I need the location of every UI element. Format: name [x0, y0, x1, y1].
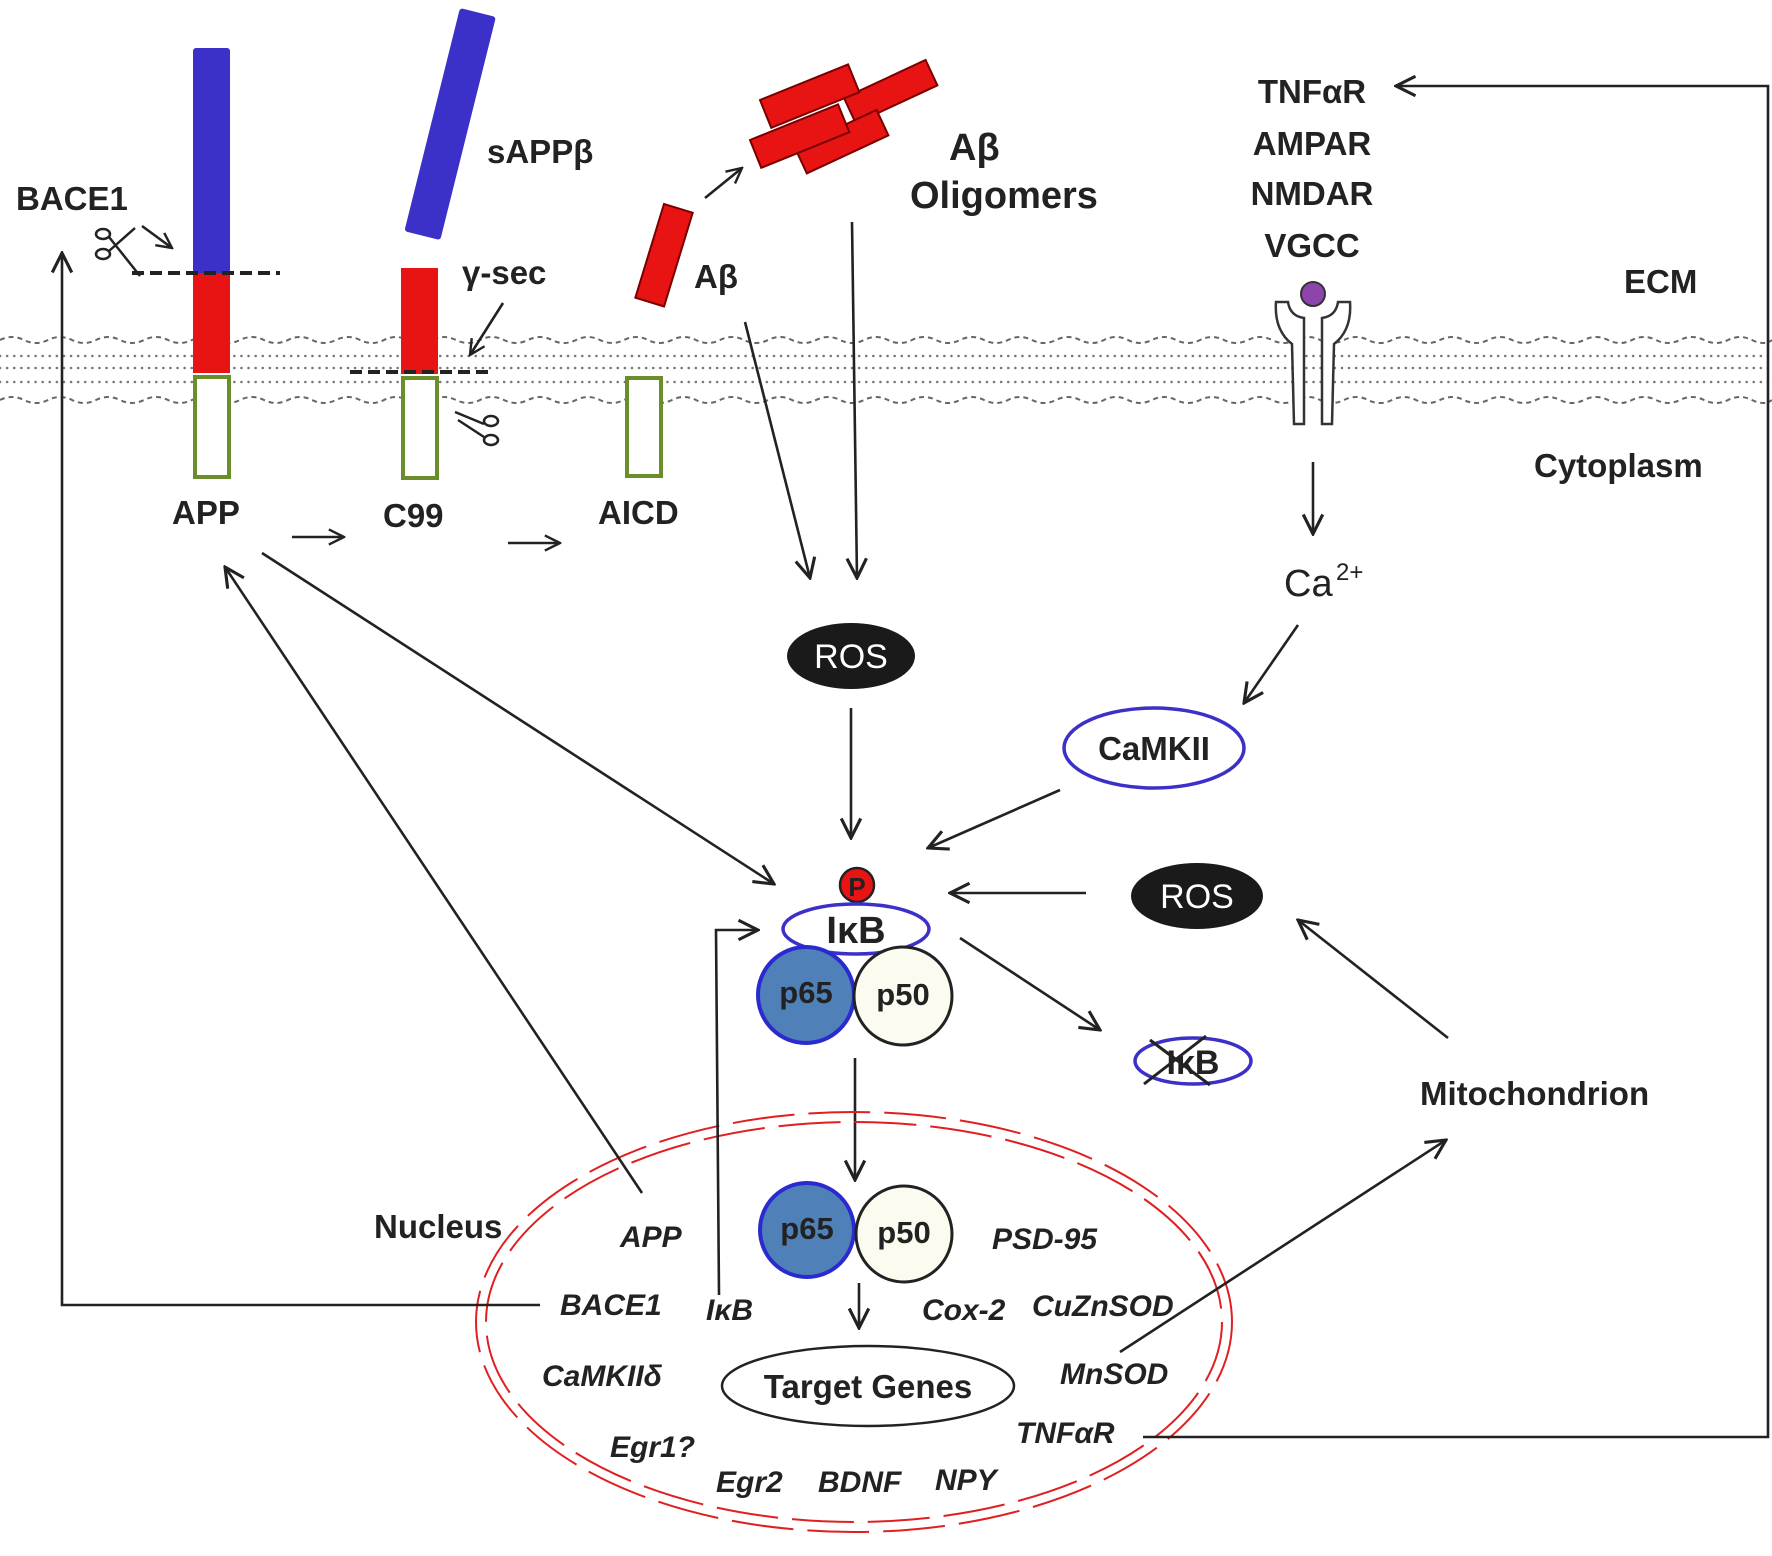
nucleus-outer-membrane	[475, 1111, 1233, 1533]
receptor-nmdar: NMDAR	[1251, 175, 1374, 212]
aicd-label: AICD	[598, 494, 679, 531]
phosphate-badge	[838, 866, 876, 904]
ros-top-label: ROS	[814, 638, 888, 676]
abeta-to-ros-arrow	[743, 321, 810, 578]
app-to-ikb-arrow	[261, 551, 774, 884]
receptor-ligand	[1300, 281, 1326, 307]
app-n-terminal	[193, 48, 230, 273]
gamma-sec-arrow	[470, 302, 505, 355]
p50-cyto	[852, 945, 954, 1047]
bace1-feedback-arrow	[62, 253, 540, 1307]
mitochondrion-label: Mitochondrion	[1420, 1075, 1649, 1112]
c99-aicd-domain	[401, 376, 439, 480]
ros-right-label: ROS	[1160, 878, 1234, 916]
gene-egr1: Egr1?	[610, 1431, 695, 1464]
app-gene-to-app-arrow	[225, 567, 644, 1194]
gene-bdnf: BDNF	[818, 1466, 902, 1499]
gene-psd95: PSD-95	[992, 1223, 1098, 1256]
gene-tnfar: TNFαR	[1016, 1417, 1115, 1450]
receptor-tnfar: TNFαR	[1258, 73, 1366, 110]
ros-top	[787, 623, 915, 689]
scissors-icon	[454, 410, 500, 447]
abeta-oligomers	[748, 58, 939, 175]
sappb-label: sAPPβ	[487, 133, 593, 170]
ikb-gene-feedback-arrow	[714, 930, 758, 1296]
ikb-to-degradation-arrow	[959, 936, 1100, 1030]
p65-cyto-label: p65	[779, 975, 832, 1010]
p50-nuc-label: p50	[877, 1215, 930, 1250]
receptor-ampar: AMPAR	[1253, 125, 1372, 162]
calcium-label: Ca	[1284, 563, 1333, 605]
c99-abeta-domain	[401, 268, 438, 374]
gene-camkiid: CaMKIIδ	[542, 1360, 663, 1393]
app-protein	[193, 48, 231, 479]
gene-cox2: Cox-2	[922, 1294, 1006, 1327]
ikb-degraded-label: IκB	[1167, 1044, 1220, 1082]
app-abeta-domain	[193, 273, 230, 373]
app-aicd-domain	[193, 375, 231, 479]
aicd-fragment	[625, 376, 663, 478]
camkii-to-ikb-arrow	[928, 788, 1061, 848]
p50-cyto-label: p50	[876, 977, 929, 1012]
c99-label: C99	[383, 497, 444, 534]
camkii-node	[1062, 706, 1246, 790]
ros-right	[1131, 863, 1263, 929]
tnfar-feedback-arrow	[1143, 86, 1770, 1439]
degradation-cross-icon	[1143, 1034, 1211, 1087]
abeta-oligomers-label-1: Aβ	[949, 127, 1000, 169]
p65-nuc-label: p65	[780, 1211, 833, 1246]
gene-npy: NPY	[935, 1464, 1000, 1497]
receptor-vgcc: VGCC	[1264, 227, 1359, 264]
membrane-dots	[0, 354, 1772, 384]
nucleus-label: Nucleus	[374, 1208, 502, 1245]
abeta-label: Aβ	[694, 258, 738, 295]
phosphate-label: P	[848, 872, 865, 902]
mitochondrion-to-ros-arrow	[1298, 920, 1449, 1040]
abeta-to-oligomer-arrow	[704, 168, 742, 200]
target-genes-node	[720, 1344, 1016, 1428]
gene-bace1: BACE1	[560, 1289, 662, 1322]
cell-membrane	[0, 336, 1772, 404]
p50-nuc	[854, 1184, 954, 1284]
calcium-superscript: 2+	[1336, 559, 1363, 586]
ecm-label: ECM	[1624, 263, 1697, 300]
gene-mnsod: MnSOD	[1060, 1358, 1168, 1391]
mnsod-to-mitochondrion-arrow	[1119, 1140, 1446, 1354]
nucleus-inner-membrane	[485, 1121, 1223, 1523]
c99-protein	[401, 268, 439, 480]
sappb-fragment	[404, 8, 496, 240]
app-label: APP	[172, 494, 240, 531]
bace1-top-label: BACE1	[16, 180, 128, 217]
gene-app: APP	[619, 1221, 683, 1254]
gene-egr2: Egr2	[716, 1466, 783, 1499]
target-genes-label: Target Genes	[764, 1368, 972, 1405]
abeta-oligomers-label-2: Oligomers	[910, 175, 1098, 217]
p65-nuc	[758, 1181, 856, 1279]
ikb-label: IκB	[826, 910, 885, 952]
camkii-label: CaMKII	[1098, 730, 1210, 767]
gamma-sec-label: γ-sec	[462, 254, 546, 291]
oligomers-to-ros-arrow	[852, 221, 857, 578]
abeta-monomer	[634, 202, 694, 308]
gene-cuznsod: CuZnSOD	[1032, 1290, 1174, 1323]
scissors-icon	[94, 227, 141, 277]
ca-to-camkii-arrow	[1244, 624, 1300, 703]
receptor-channel-icon	[1274, 300, 1352, 426]
gene-ikb: IκB	[706, 1294, 753, 1327]
bace1-cleave-arrow	[141, 224, 172, 248]
cytoplasm-label: Cytoplasm	[1534, 447, 1703, 484]
ikb-node	[781, 902, 931, 956]
